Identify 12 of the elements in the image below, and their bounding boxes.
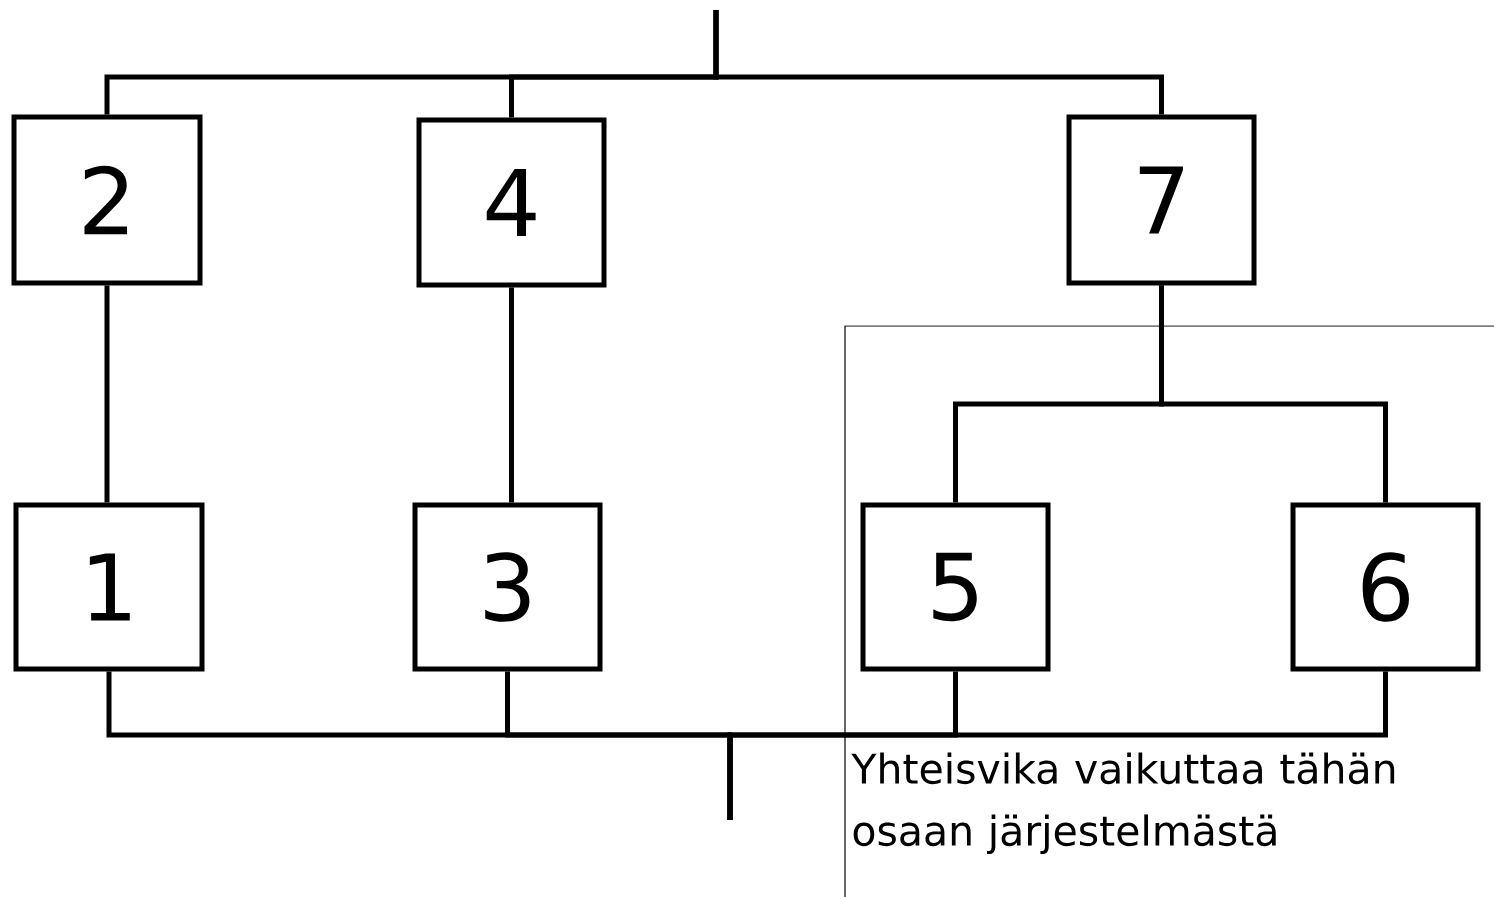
block-box: 6 <box>1290 502 1481 672</box>
connector-line <box>727 671 1388 820</box>
block-box: 2 <box>11 114 203 286</box>
block-box: 3 <box>412 502 603 672</box>
connector-line <box>713 10 1164 115</box>
connector-line <box>104 285 110 503</box>
connector-line <box>509 287 514 503</box>
block-box: 7 <box>1066 114 1257 286</box>
block-box: 5 <box>860 502 1051 672</box>
block-box: 1 <box>13 502 205 672</box>
connector-line <box>1159 285 1388 503</box>
block-box: 4 <box>416 117 607 288</box>
